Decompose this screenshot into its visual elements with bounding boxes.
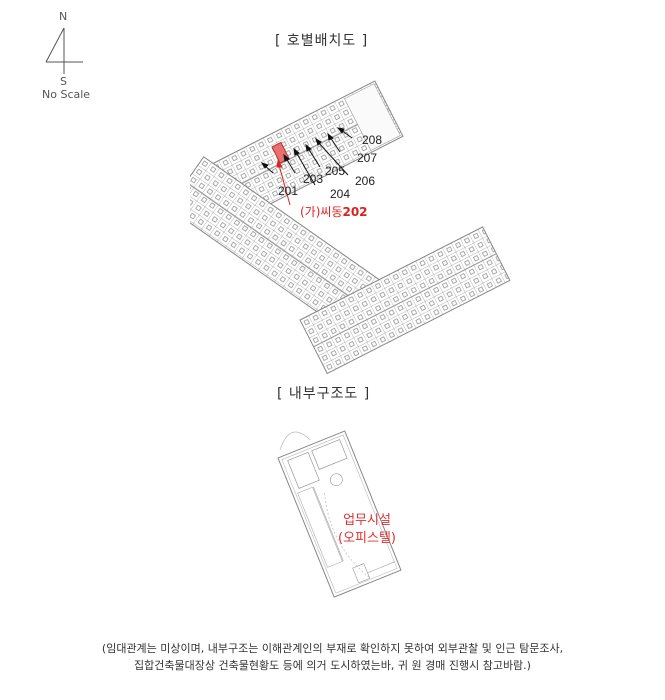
scale-note: No Scale xyxy=(42,88,91,101)
footnote: (임대관계는 미상이며, 내부구조는 이해관계인의 부재로 확인하지 못하여 외… xyxy=(0,640,665,674)
unit-label-208: 208 xyxy=(362,133,383,147)
usage-line-1: 업무시설 xyxy=(343,513,391,528)
site-plan-drawing xyxy=(190,80,511,375)
footnote-line-1: (임대관계는 미상이며, 내부구조는 이해관계인의 부재로 확인하지 못하여 외… xyxy=(101,642,564,655)
compass-north-label: N xyxy=(59,10,68,23)
compass: N S No Scale xyxy=(38,10,98,105)
usage-line-2: (오피스텔) xyxy=(338,531,396,546)
unit-label-201: 201 xyxy=(278,184,299,198)
unit-label-203: 203 xyxy=(303,172,324,186)
floor-plan-usage-label: 업무시설 (오피스텔) xyxy=(338,512,396,548)
highlight-unit-label: (가)씨동202 xyxy=(300,203,368,220)
footnote-line-2: 집합건축물대장상 건축물현황도 등에 의거 도시하였는바, 귀 원 경매 진행시… xyxy=(134,659,531,672)
floor-plan-drawing xyxy=(277,430,402,598)
highlight-unit-number: 202 xyxy=(342,205,368,219)
site-plan-title: [ 호별배치도 ] xyxy=(275,33,369,49)
unit-label-205: 205 xyxy=(325,164,346,178)
highlight-building: (가)씨동 xyxy=(300,205,343,219)
unit-label-204: 204 xyxy=(330,187,351,201)
north-arrow-icon xyxy=(45,27,83,74)
floor-plan-title: [ 내부구조도 ] xyxy=(277,386,371,402)
unit-label-207: 207 xyxy=(357,151,378,165)
unit-label-206: 206 xyxy=(355,174,376,188)
compass-south-label: S xyxy=(60,75,67,88)
